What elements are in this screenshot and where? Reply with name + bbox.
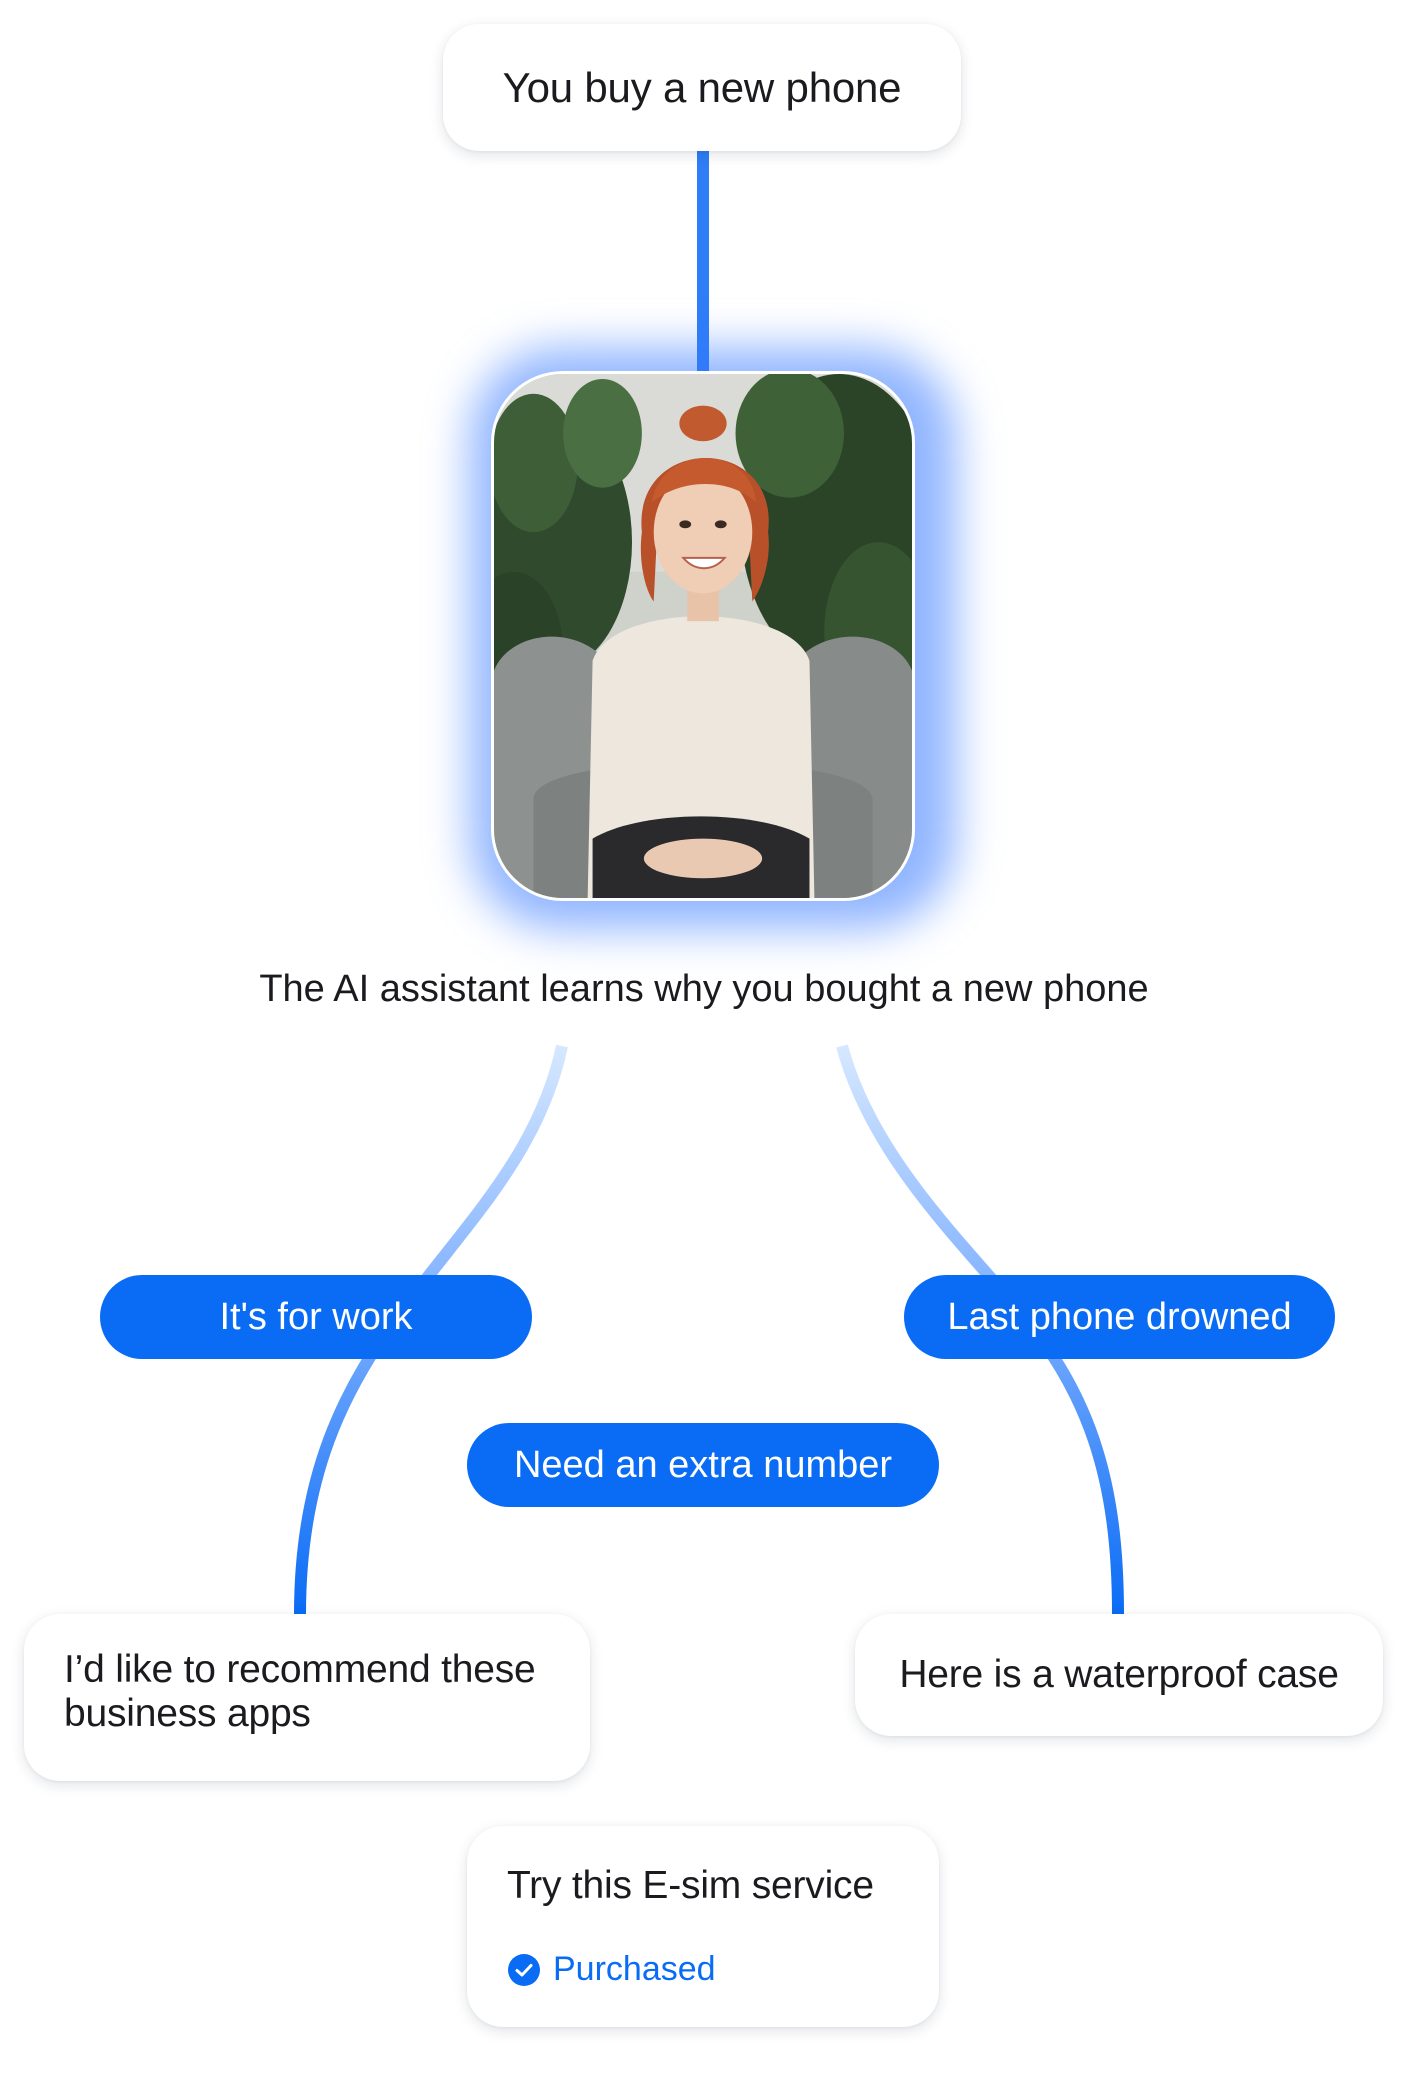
recommendation-label: I’d like to recommend these business app… — [64, 1648, 536, 1735]
recommendation-card-esim: Try this E-sim service Purchased — [467, 1826, 939, 2027]
reason-pill-drowned[interactable]: Last phone drowned — [904, 1275, 1335, 1359]
recommendation-label: Here is a waterproof case — [899, 1653, 1339, 1696]
purchased-status: Purchased — [507, 1950, 939, 1989]
check-circle-icon — [507, 1953, 541, 1987]
assistant-portrait — [491, 371, 915, 901]
reason-pill-work[interactable]: It's for work — [100, 1275, 532, 1359]
reason-pill-extra-number[interactable]: Need an extra number — [467, 1423, 939, 1507]
start-card: You buy a new phone — [443, 24, 961, 151]
assistant-caption: The AI assistant learns why you bought a… — [259, 968, 1149, 1010]
start-label: You buy a new phone — [502, 63, 902, 111]
recommendation-label: Try this E-sim service — [507, 1864, 874, 1907]
purchased-label: Purchased — [553, 1950, 716, 1988]
recommendation-card-business-apps: I’d like to recommend these business app… — [24, 1614, 590, 1781]
recommendation-card-waterproof-case: Here is a waterproof case — [855, 1614, 1383, 1736]
